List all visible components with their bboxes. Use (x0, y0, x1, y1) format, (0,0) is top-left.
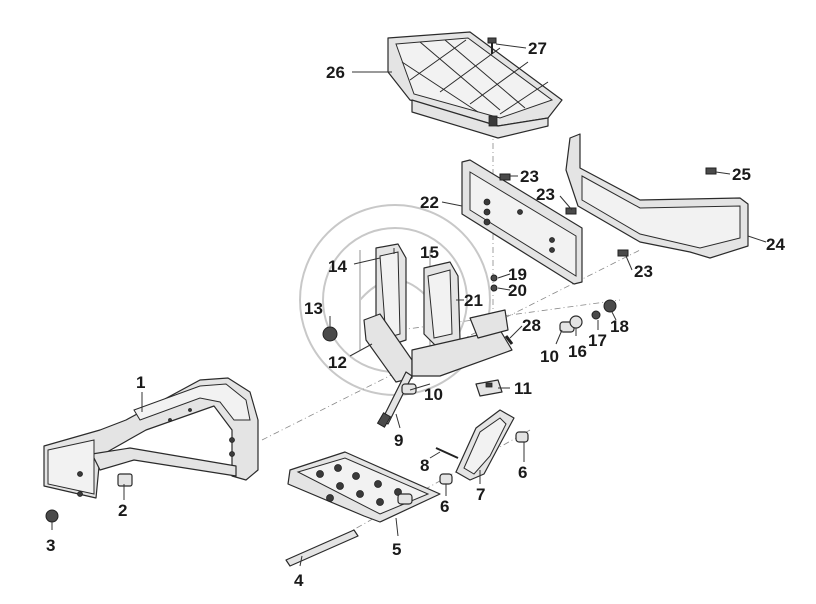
callout-19: 19 (508, 265, 527, 284)
callout-27: 27 (528, 39, 547, 58)
screw-25-part (705, 167, 717, 175)
leader-lines (51, 43, 767, 567)
hinge-bracket-7-part (439, 409, 529, 485)
callout-23-right: 23 (634, 262, 653, 281)
bottom-step-plate-5-part (287, 451, 441, 523)
callout-labels: 1 2 3 4 5 6 6 7 8 9 10 10 11 12 13 14 15… (46, 39, 785, 590)
callout-7: 7 (476, 485, 485, 504)
callout-12: 12 (328, 353, 347, 372)
callout-16: 16 (568, 342, 587, 361)
callout-13: 13 (304, 299, 323, 318)
callout-8: 8 (420, 456, 429, 475)
callout-10-center: 10 (424, 385, 443, 404)
swing-bracket-12-part (363, 309, 513, 383)
callout-2: 2 (118, 501, 127, 520)
small-screws-19-20-parts (490, 274, 498, 292)
callout-10-right: 10 (540, 347, 559, 366)
callout-21: 21 (464, 291, 483, 310)
rod-8-part (435, 447, 459, 459)
callout-4: 4 (294, 571, 304, 590)
callout-1: 1 (136, 373, 145, 392)
pin-4-part (285, 529, 359, 567)
callout-11: 11 (514, 379, 532, 398)
pin-28-part (504, 335, 514, 345)
callout-6-right: 6 (518, 463, 527, 482)
callout-25: 25 (732, 165, 751, 184)
callout-18: 18 (610, 317, 629, 336)
callout-5: 5 (392, 540, 401, 559)
block-11-part (475, 379, 503, 397)
callout-24: 24 (766, 235, 785, 254)
bolts-23-parts (499, 173, 629, 257)
nut-3-part (45, 509, 59, 523)
callout-17: 17 (588, 331, 607, 350)
callout-23-middle: 23 (536, 185, 555, 204)
callout-6-lower: 6 (440, 497, 449, 516)
callout-26: 26 (326, 63, 345, 82)
callout-15: 15 (420, 243, 439, 262)
callout-9: 9 (394, 431, 403, 450)
nut-13-part (322, 326, 338, 342)
callout-22: 22 (420, 193, 439, 212)
callout-28: 28 (522, 316, 541, 335)
screw-27-part (487, 37, 497, 54)
upright-bracket-21-part (423, 261, 461, 347)
callout-14: 14 (328, 257, 347, 276)
callout-3: 3 (46, 536, 55, 555)
callout-23-top: 23 (520, 167, 539, 186)
mounting-plate-22-part (461, 159, 583, 285)
callout-20: 20 (508, 281, 527, 300)
main-frame-1-part (43, 377, 259, 499)
top-grid-step-part (387, 31, 563, 139)
bolt-2-part (117, 473, 133, 487)
side-panel-24-part (565, 133, 749, 259)
